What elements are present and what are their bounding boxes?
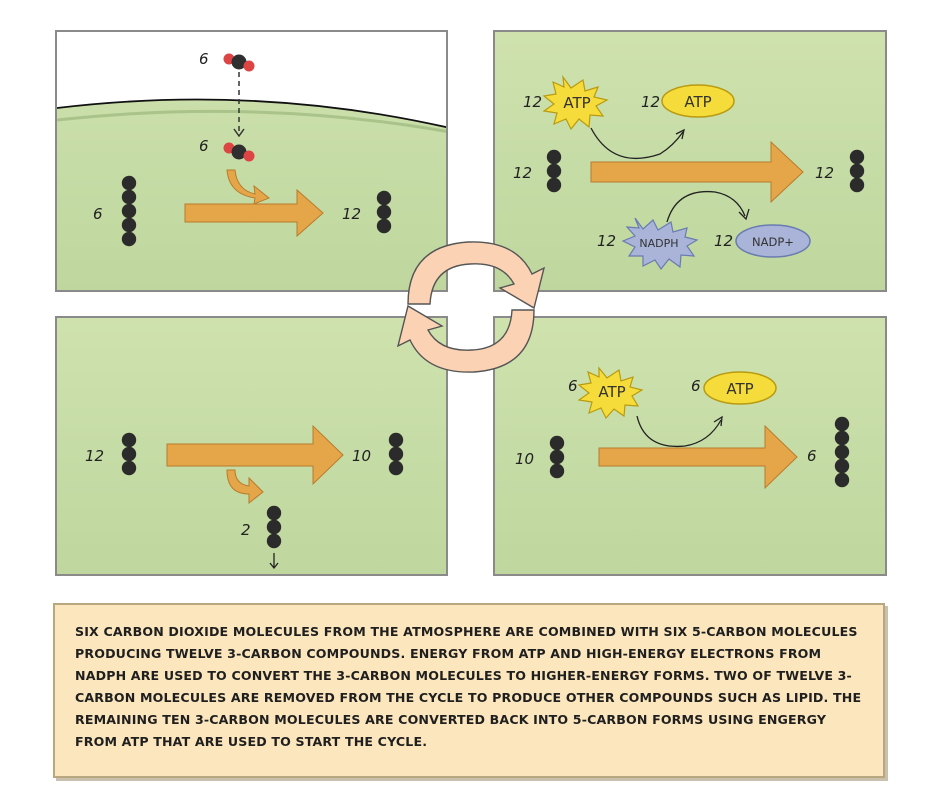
reduction-output-count: 12 [815, 164, 834, 182]
regeneration-arrow [598, 424, 798, 490]
co2-count-top: 6 [199, 50, 209, 68]
reduction-input-count: 12 [513, 164, 532, 182]
regeneration-atp-count-out: 6 [691, 377, 701, 395]
carbon-chain-icon [121, 432, 137, 476]
nadph-starburst-icon [621, 217, 699, 271]
panel-release-art: 12 10 2 [85, 424, 404, 570]
reduction-nadp-count: 12 [714, 232, 733, 250]
panel-reduction: 12 ATP 12 ATP 12 12 12 NADPH 12 NADP+ [493, 30, 887, 292]
co2-count-bottom: 6 [199, 137, 209, 155]
atp-starburst-icon [577, 366, 644, 420]
regeneration-input-count: 10 [515, 450, 534, 468]
release-input-count: 12 [85, 447, 104, 465]
atp-oval-icon [703, 371, 777, 405]
reduction-nadp-label: NADP+ [752, 235, 794, 249]
caption-text: Six carbon dioxide molecules from the at… [75, 624, 862, 749]
regeneration-atp-label-in: ATP [598, 383, 625, 401]
reduction-atp-label-out: ATP [684, 93, 711, 111]
carbon-chain-icon [549, 435, 565, 479]
atp-starburst-icon [542, 74, 609, 131]
atmosphere-boundary [57, 98, 446, 129]
reduction-atp-label-in: ATP [563, 94, 590, 112]
regeneration-atp-label-out: ATP [726, 380, 753, 398]
carbon-chain-icon [849, 149, 865, 193]
regeneration-atp-count-in: 6 [568, 377, 578, 395]
fixation-arrow [184, 188, 324, 238]
fixation-output-count: 12 [342, 205, 361, 223]
carbon-chain-icon [121, 175, 137, 247]
atmosphere-area [57, 32, 446, 128]
release-removed-count: 2 [241, 521, 251, 539]
carbon-chain-icon [834, 416, 850, 488]
carbon-chain-icon [546, 149, 562, 193]
cycle-arrows-icon [396, 241, 546, 373]
release-output-count: 10 [352, 447, 371, 465]
reduction-atp-count-out: 12 [641, 93, 660, 111]
co2-molecule-icon [223, 142, 255, 162]
panel-carbon-fixation: 6 6 6 12 [55, 30, 448, 292]
carbon-chain-icon [266, 505, 282, 549]
reduction-atp-count-in: 12 [523, 93, 542, 111]
reduction-nadph-count: 12 [597, 232, 616, 250]
panel-regeneration: 6 ATP 6 ATP 10 6 [493, 316, 887, 576]
fixation-input-count: 6 [93, 205, 103, 223]
co2-entry-arrow [226, 169, 270, 205]
cycle-arrow-upper [407, 241, 546, 310]
caption-box: Six carbon dioxide molecules from the at… [53, 603, 885, 778]
reduction-arrow [590, 140, 804, 204]
removal-arrow [226, 469, 264, 505]
nadp-oval-icon [735, 224, 811, 258]
carbon-chain-icon [376, 190, 392, 234]
panel-regeneration-art: 6 ATP 6 ATP 10 6 [515, 366, 850, 490]
panel-carbon-fixation-art: 6 6 6 12 [57, 32, 446, 247]
panel-release: 12 10 2 [55, 316, 448, 576]
regeneration-output-count: 6 [807, 447, 817, 465]
co2-molecule-icon [223, 53, 255, 72]
cycle-arrow-lower [396, 304, 535, 373]
panel-reduction-art: 12 ATP 12 ATP 12 12 12 NADPH 12 NADP+ [513, 74, 865, 271]
reduction-nadph-label: NADPH [639, 237, 678, 250]
carbon-chain-icon [388, 432, 404, 476]
atp-oval-icon [661, 84, 735, 118]
release-arrow [166, 424, 344, 486]
